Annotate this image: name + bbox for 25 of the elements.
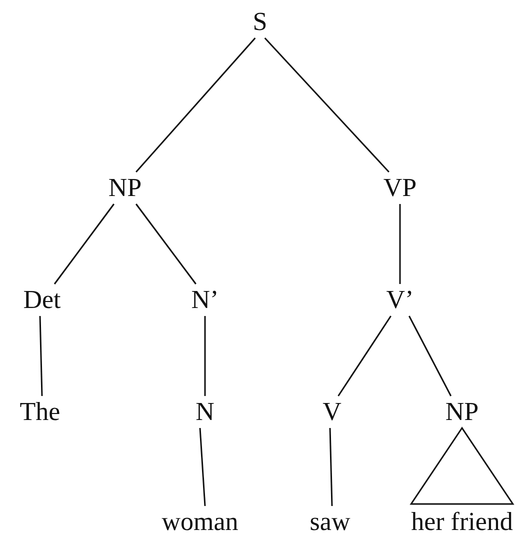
tree-branch (39, 316, 43, 396)
tree-branch (54, 204, 115, 284)
tree-branch (338, 316, 392, 396)
tree-branch (399, 204, 401, 284)
tree-label: Det (23, 286, 61, 314)
tree-label: N (196, 398, 214, 426)
tree-branch (136, 38, 256, 172)
tree-label: VP (383, 174, 417, 202)
tree-branch (329, 428, 333, 506)
tree-branch (408, 316, 452, 396)
tree-label: saw (310, 508, 350, 536)
tree-label: woman (162, 508, 238, 536)
tree-label: V (322, 398, 342, 426)
tree-label: The (20, 398, 60, 426)
tree-branch (135, 204, 196, 284)
tree-label: NP (108, 174, 142, 202)
tree-branch (264, 38, 390, 172)
triangle-connector (410, 426, 514, 505)
tree-branch (199, 428, 206, 506)
tree-label: V’ (386, 286, 414, 314)
tree-branch (204, 316, 206, 396)
tree-label: NP (445, 398, 479, 426)
tree-label: her friend (411, 508, 513, 536)
tree-label: N’ (191, 286, 219, 314)
tree-label: S (252, 8, 268, 36)
